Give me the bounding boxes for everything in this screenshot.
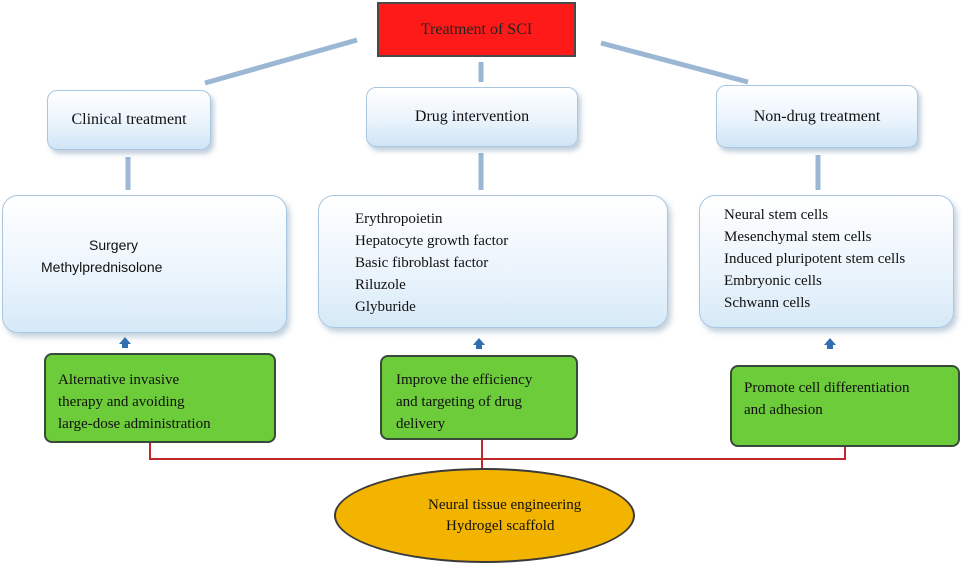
up-arrow-icon bbox=[473, 338, 485, 349]
list-item: Embryonic cells bbox=[724, 273, 822, 289]
list-item: Mesenchymal stem cells bbox=[724, 229, 872, 245]
base-line: Hydrogel scaffold bbox=[446, 517, 555, 534]
category-label: Non-drug treatment bbox=[753, 107, 881, 125]
benefit-line: Improve the efficiency bbox=[396, 372, 533, 388]
list-clinical: Surgery Methylprednisolone bbox=[2, 195, 287, 333]
list-item: Glyburide bbox=[355, 299, 416, 315]
list-item: Basic fibroblast factor bbox=[355, 255, 489, 271]
benefit-line: and targeting of drug bbox=[396, 394, 522, 410]
list-item: Riluzole bbox=[355, 277, 406, 293]
benefit-nondrug: Promote cell differentiation and adhesio… bbox=[730, 365, 960, 447]
category-label: Clinical treatment bbox=[71, 111, 187, 128]
list-item: Induced pluripotent stem cells bbox=[724, 251, 906, 267]
base-line: Neural tissue engineering bbox=[428, 496, 582, 513]
benefit-line: large-dose administration bbox=[58, 416, 211, 432]
category-label: Drug intervention bbox=[414, 108, 530, 125]
list-item: Schwann cells bbox=[724, 295, 811, 311]
title-box: Treatment of SCI bbox=[377, 2, 576, 57]
benefit-line: Promote cell differentiation bbox=[744, 380, 910, 396]
list-item: Methylprednisolone bbox=[41, 259, 163, 275]
list-drug: Erythropoietin Hepatocyte growth factor … bbox=[318, 195, 668, 328]
connector-title-nondrug bbox=[600, 40, 749, 85]
title-text: Treatment of SCI bbox=[420, 20, 533, 38]
list-item: Hepatocyte growth factor bbox=[355, 233, 509, 249]
list-item: Surgery bbox=[89, 237, 139, 253]
category-drug: Drug intervention bbox=[366, 87, 578, 147]
category-nondrug: Non-drug treatment bbox=[716, 85, 918, 148]
list-nondrug: Neural stem cells Mesenchymal stem cells… bbox=[699, 195, 954, 328]
bracket-line bbox=[149, 443, 846, 460]
benefit-line: delivery bbox=[396, 416, 446, 432]
benefit-line: therapy and avoiding bbox=[58, 394, 185, 410]
benefit-clinical: Alternative invasive therapy and avoidin… bbox=[44, 353, 276, 443]
up-arrow-icon bbox=[119, 337, 131, 348]
connector-title-clinical bbox=[204, 37, 358, 86]
base-ellipse: Neural tissue engineering Hydrogel scaff… bbox=[334, 468, 635, 563]
list-item: Erythropoietin bbox=[355, 211, 443, 227]
benefit-line: Alternative invasive bbox=[58, 372, 180, 388]
list-item: Neural stem cells bbox=[724, 207, 829, 223]
up-arrow-icon bbox=[824, 338, 836, 349]
category-clinical: Clinical treatment bbox=[47, 90, 211, 150]
benefit-line: and adhesion bbox=[744, 402, 823, 418]
benefit-drug: Improve the efficiency and targeting of … bbox=[380, 355, 578, 440]
